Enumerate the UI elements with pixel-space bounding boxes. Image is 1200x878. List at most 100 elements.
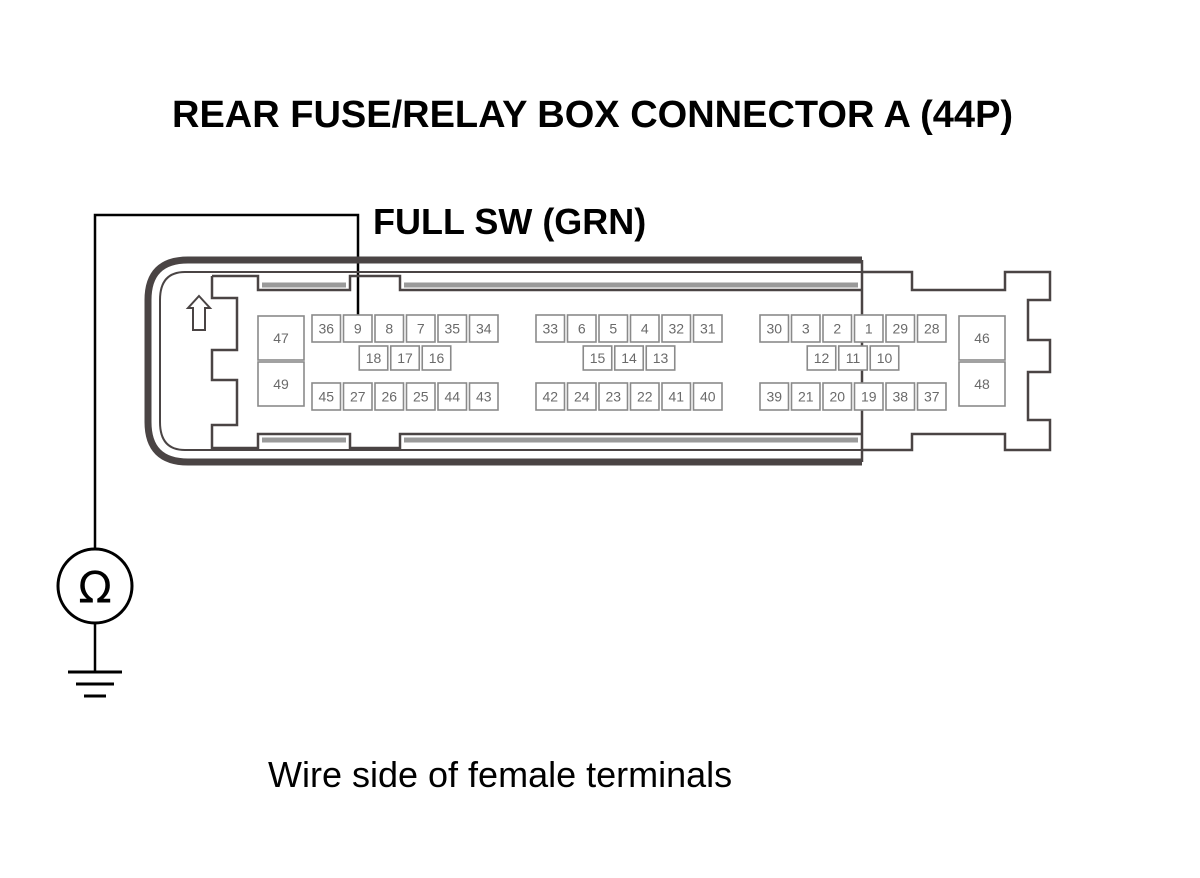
terminal-45: 45	[311, 382, 342, 411]
terminal-cavity	[342, 382, 373, 411]
terminal-cavity	[535, 314, 566, 343]
terminal-number: 23	[605, 389, 621, 405]
terminal-30: 30	[759, 314, 790, 343]
terminal-cavity	[958, 315, 1006, 361]
terminal-cavity	[598, 314, 629, 343]
terminal-6: 6	[566, 314, 597, 343]
terminal-number: 42	[542, 389, 558, 405]
terminal-cavity	[661, 314, 692, 343]
terminal-number: 7	[417, 321, 425, 337]
terminal-number: 2	[833, 321, 841, 337]
terminal-7: 7	[405, 314, 436, 343]
terminal-cavity	[853, 382, 884, 411]
terminal-28: 28	[916, 314, 947, 343]
terminal-39: 39	[759, 382, 790, 411]
terminal-number: 44	[444, 389, 460, 405]
housing-rails	[262, 282, 858, 443]
terminal-cavity	[311, 382, 342, 411]
terminal-cavity	[257, 361, 305, 407]
terminal-26: 26	[374, 382, 405, 411]
terminal-cavity	[389, 345, 421, 371]
terminal-number: 9	[354, 321, 362, 337]
terminal-47: 47	[257, 315, 305, 361]
terminal-9: 9	[342, 314, 373, 343]
up-arrow-icon	[185, 294, 213, 331]
terminal-10: 10	[869, 345, 900, 371]
terminal-21: 21	[790, 382, 821, 411]
terminal-number: 36	[318, 321, 334, 337]
terminal-number: 12	[814, 350, 830, 366]
terminal-5: 5	[598, 314, 629, 343]
terminal-cavity	[822, 382, 853, 411]
terminal-cavity	[790, 382, 821, 411]
terminal-38: 38	[885, 382, 916, 411]
terminal-cavity	[692, 314, 723, 343]
terminal-40: 40	[692, 382, 723, 411]
diagram-title: REAR FUSE/RELAY BOX CONNECTOR A (44P)	[172, 94, 1014, 136]
terminal-cavity	[468, 314, 499, 343]
terminal-number: 49	[273, 376, 289, 392]
terminal-number: 19	[861, 389, 877, 405]
terminal-11: 11	[837, 345, 869, 371]
terminal-cavity	[374, 314, 405, 343]
terminal-41: 41	[661, 382, 692, 411]
terminal-cavity	[421, 345, 452, 371]
terminal-cavity	[405, 314, 436, 343]
terminal-32: 32	[661, 314, 692, 343]
terminal-number: 18	[366, 350, 382, 366]
terminal-number: 29	[892, 321, 908, 337]
meter-symbol: Ω	[78, 563, 112, 614]
ground-icon	[68, 670, 122, 698]
terminal-number: 31	[700, 321, 716, 337]
terminal-number: 32	[668, 321, 684, 337]
terminal-12: 12	[806, 345, 837, 371]
terminal-cavity	[837, 345, 869, 371]
terminal-number: 16	[429, 350, 445, 366]
terminal-number: 28	[924, 321, 940, 337]
terminal-number: 6	[578, 321, 586, 337]
terminal-cavity	[468, 382, 499, 411]
terminal-cavity	[958, 361, 1006, 407]
terminal-cavity	[405, 382, 436, 411]
terminal-46: 46	[958, 315, 1006, 361]
terminal-cavity	[311, 314, 342, 343]
diagram-caption: Wire side of female terminals	[268, 754, 733, 795]
terminal-34: 34	[468, 314, 499, 343]
terminal-42: 42	[535, 382, 566, 411]
terminal-cavity	[613, 345, 645, 371]
terminal-cavity	[629, 382, 660, 411]
terminal-number: 1	[865, 321, 873, 337]
terminal-cavity	[598, 382, 629, 411]
terminal-number: 10	[877, 350, 893, 366]
terminal-cavity	[759, 314, 790, 343]
terminal-number: 47	[273, 330, 289, 346]
terminal-35: 35	[437, 314, 468, 343]
terminal-13: 13	[645, 345, 676, 371]
terminal-number: 30	[766, 321, 782, 337]
terminal-24: 24	[566, 382, 597, 411]
terminal-33: 33	[535, 314, 566, 343]
terminal-16: 16	[421, 345, 452, 371]
terminal-number: 43	[476, 389, 492, 405]
terminal-37: 37	[916, 382, 947, 411]
terminal-cavity	[916, 382, 947, 411]
terminal-number: 39	[766, 389, 782, 405]
terminal-4: 4	[629, 314, 660, 343]
terminal-14: 14	[613, 345, 645, 371]
terminal-cavity	[822, 314, 853, 343]
terminal-number: 34	[476, 321, 492, 337]
terminal-22: 22	[629, 382, 660, 411]
terminal-number: 48	[974, 376, 990, 392]
terminal-8: 8	[374, 314, 405, 343]
terminal-number: 40	[700, 389, 716, 405]
terminal-cavity	[342, 314, 373, 343]
terminal-cavity	[374, 382, 405, 411]
terminal-cavity	[566, 382, 597, 411]
terminal-cavity	[358, 345, 389, 371]
terminal-3: 3	[790, 314, 821, 343]
ohmmeter-icon: Ω	[56, 547, 134, 625]
terminal-cavity	[916, 314, 947, 343]
terminal-cavity	[885, 314, 916, 343]
